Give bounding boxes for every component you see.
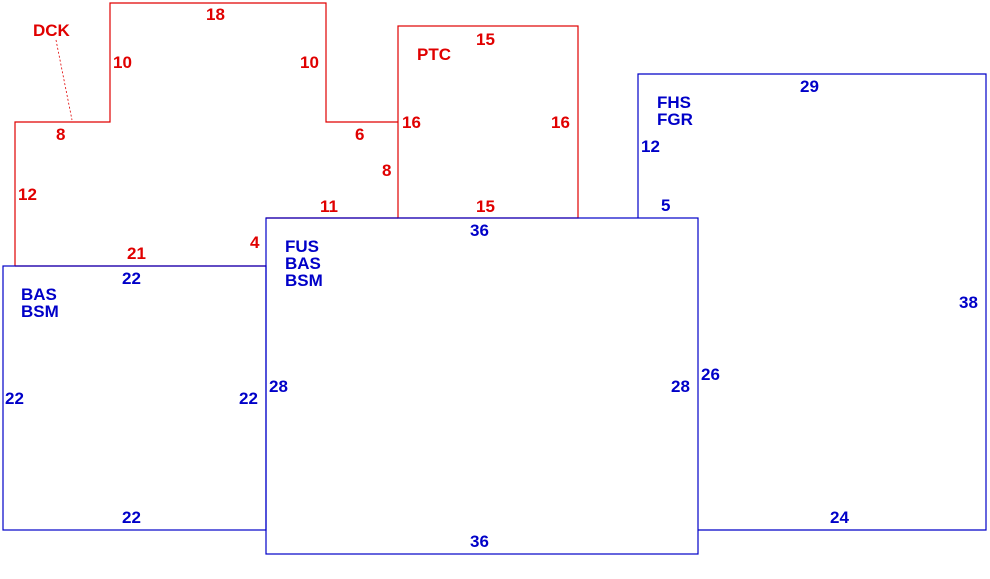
- garage-wing-outline: [637, 73, 987, 531]
- garage-wing-dim-left-lower: 26: [701, 365, 720, 384]
- center-block-label-1: FUS: [285, 237, 319, 256]
- deck-label-leader: [55, 39, 73, 121]
- patio-dim-left: 16: [402, 113, 421, 132]
- deck-dim-upper-left: 10: [113, 53, 132, 72]
- garage-wing-label-1: FHS: [657, 93, 691, 112]
- center-block-label-3: BSM: [285, 271, 323, 290]
- deck-dim-right-step: 6: [355, 125, 364, 144]
- garage-wing-dim-left-upper: 12: [641, 137, 660, 156]
- center-block-dim-left: 28: [269, 377, 288, 396]
- center-block-dim-top: 36: [470, 221, 489, 240]
- garage-wing-label-2: FGR: [657, 110, 693, 129]
- garage-wing-dim-top: 29: [800, 77, 819, 96]
- deck-dim-left-side: 12: [18, 185, 37, 204]
- deck-dim-right-side: 8: [382, 161, 391, 180]
- west-wing-dim-right: 22: [239, 389, 258, 408]
- center-block-outline: [265, 217, 699, 555]
- west-wing-dim-top: 22: [122, 269, 141, 288]
- center-block-dim-right: 28: [671, 377, 690, 396]
- deck-dim-lower-right: 11: [320, 197, 338, 216]
- west-wing-label-1: BAS: [21, 285, 57, 304]
- deck-dim-left-step: 8: [56, 125, 65, 144]
- deck-outline: [14, 2, 398, 266]
- west-wing-dim-left: 22: [5, 389, 24, 408]
- patio-dim-bottom: 15: [476, 197, 495, 216]
- patio-dim-top: 15: [476, 30, 495, 49]
- deck-dim-lower-step: 4: [250, 233, 260, 252]
- garage-wing-dim-step: 5: [661, 196, 670, 215]
- deck-dim-bottom: 21: [127, 244, 146, 263]
- center-block-label-2: BAS: [285, 254, 321, 273]
- deck-label: DCK: [33, 21, 71, 40]
- patio-dim-right: 16: [551, 113, 570, 132]
- west-wing-dim-bottom: 22: [122, 508, 141, 527]
- west-wing-label-2: BSM: [21, 302, 59, 321]
- center-block-dim-bottom: 36: [470, 532, 489, 551]
- garage-wing-dim-right: 38: [959, 293, 978, 312]
- deck-dim-top: 18: [206, 5, 225, 24]
- garage-wing-dim-bottom: 24: [830, 508, 849, 527]
- deck-dim-upper-right: 10: [300, 53, 319, 72]
- patio-label: PTC: [417, 45, 451, 64]
